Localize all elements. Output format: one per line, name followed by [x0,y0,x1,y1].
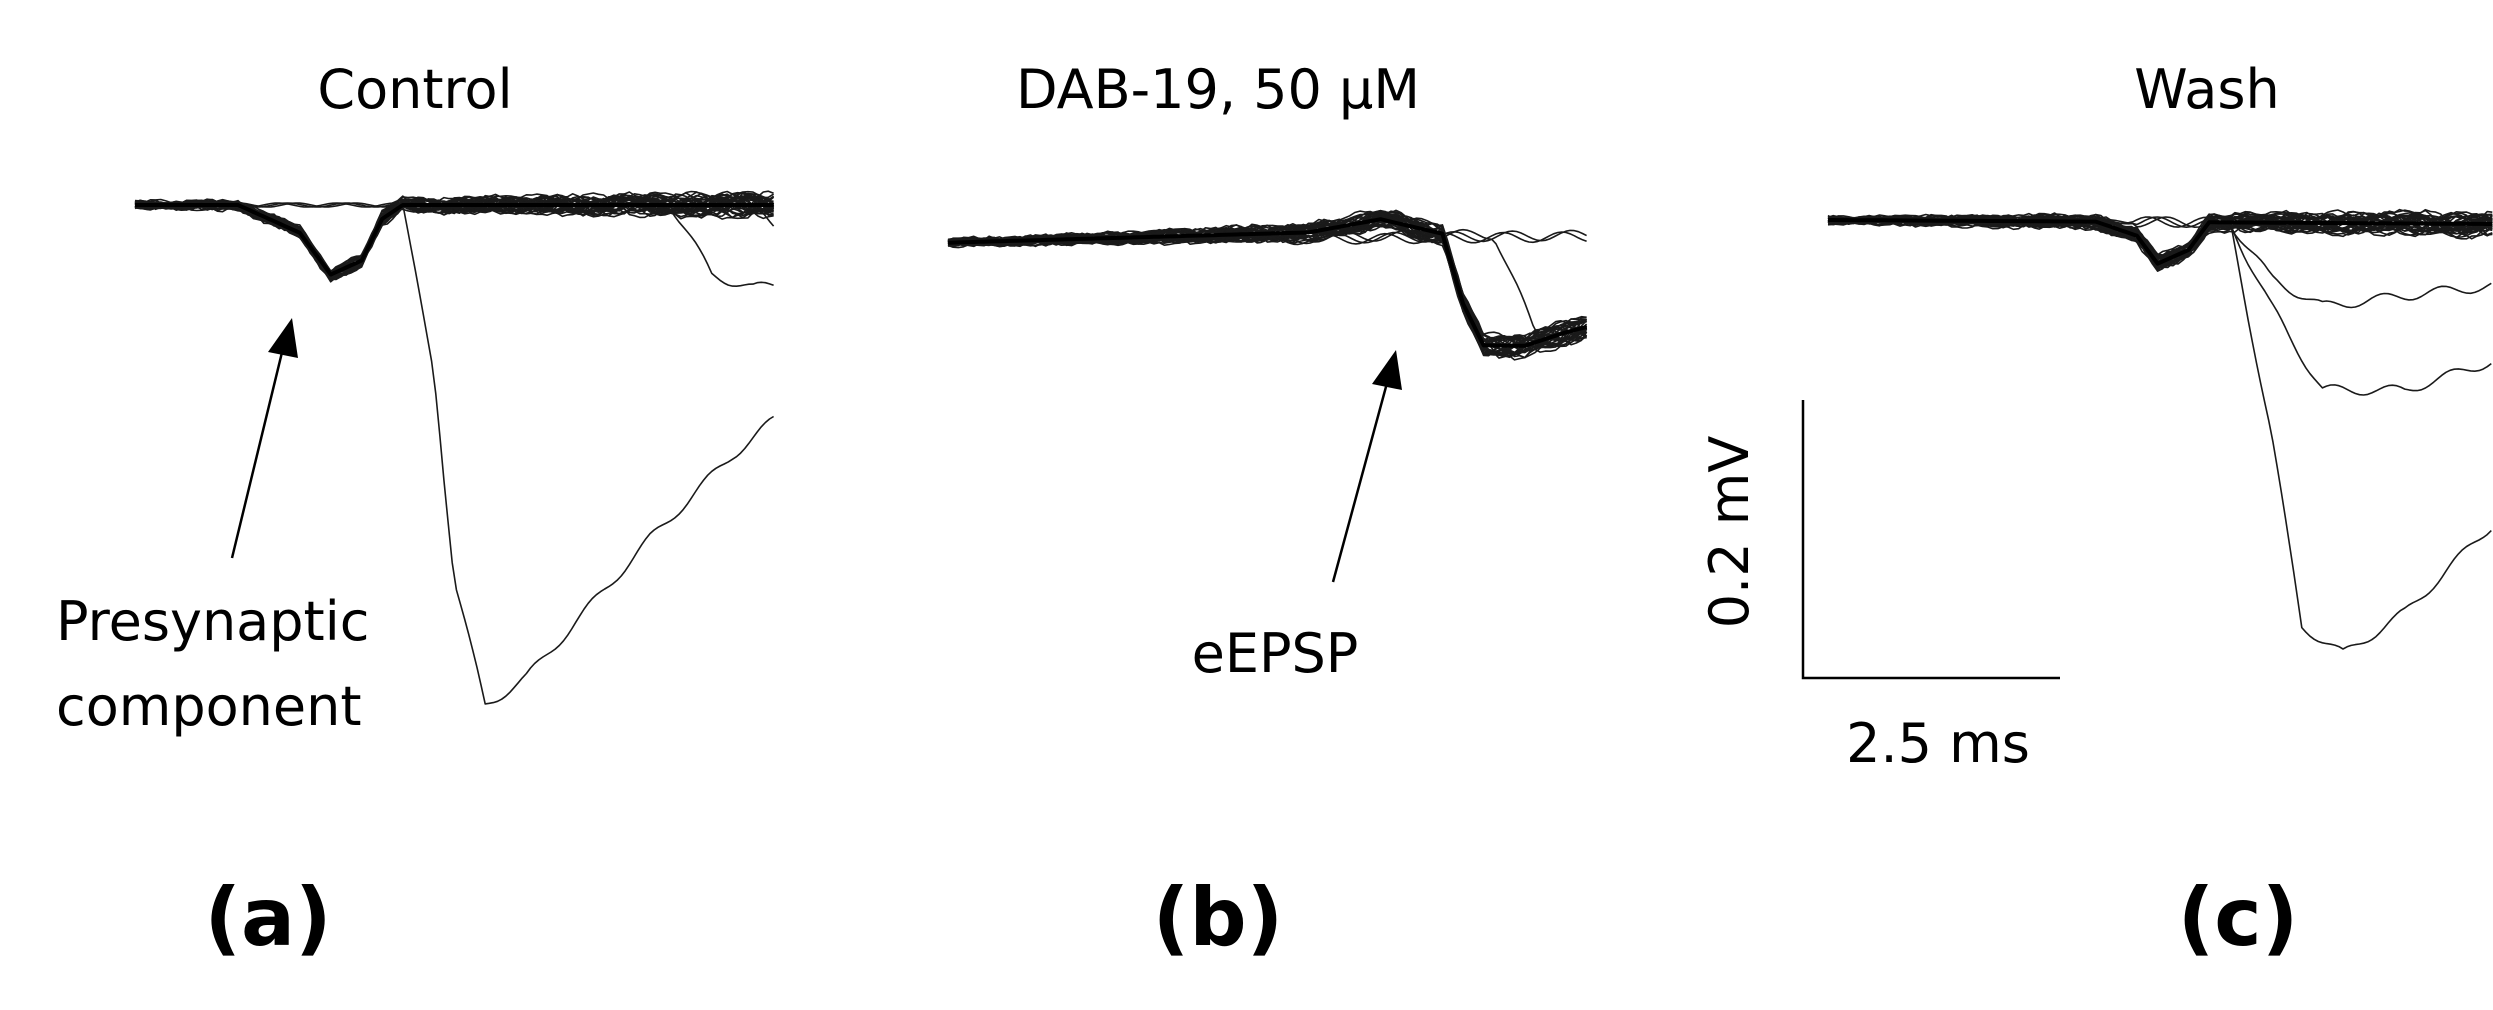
panel-a-arrow-shaft [230,339,287,559]
panel-c-label: (c) [2178,871,2299,964]
panel-b: DAB-19, 50 μM eEPSP (b) [947,58,1588,964]
panel-c-title: Wash [2134,58,2279,121]
panel-a-arrow-head [268,318,298,358]
panel-c-mean-trace [1828,218,2493,266]
panel-a-annotation-line-1: Presynaptic [56,590,369,653]
panel-b-annotation: eEPSP [1192,622,1359,685]
panel-c: Wash 0.2 mV 2.5 ms (c) [1698,58,2493,964]
panel-c-sweep [1827,213,2493,272]
panel-b-label: (b) [1153,871,1283,964]
panel-b-arrow-head [1372,350,1402,390]
panel-b-response-trace [947,228,1587,348]
scale-bar-horizontal-label: 2.5 ms [1846,712,2030,775]
panel-a-sweep [134,193,774,276]
panel-a-mean-trace [135,203,774,277]
panel-c-traces [1827,208,2493,650]
scale-bar [1801,400,2060,680]
panel-a-title: Control [317,58,512,121]
panel-a-response-trace [134,202,775,705]
panel-a-annotation-line-2: component [56,675,362,738]
panel-b-mean-trace [947,217,1588,348]
panel-c-response-trace [1827,216,2492,396]
panel-b-title: DAB-19, 50 μM [1016,58,1420,121]
panel-a: Control Presynaptic component (a) [56,58,775,964]
panel-a-traces [134,190,775,705]
panel-b-traces [947,209,1588,361]
scale-bar-vertical-label: 0.2 mV [1698,436,1761,629]
panel-c-response-trace [1827,216,2492,650]
panel-b-arrow-shaft [1331,371,1392,583]
panel-a-label: (a) [204,871,331,964]
